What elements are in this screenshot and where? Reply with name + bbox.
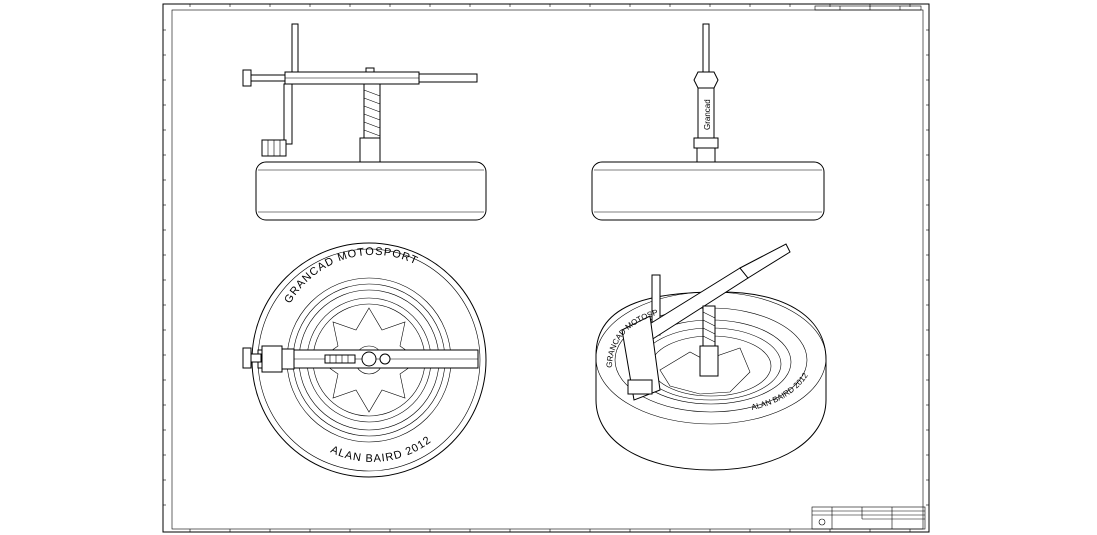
side-view: Grancad: [591, 23, 825, 221]
inner-frame: [171, 9, 924, 530]
outer-border: [162, 3, 930, 533]
title-block: [811, 506, 926, 530]
front-view: [242, 23, 487, 221]
isometric-view: GRANCAD MOTOSPORT ALAN BAIRD 2012: [0, 0, 827, 471]
tire-bottom-text-path: ALAN BAIRD 2012: [329, 434, 433, 465]
side-view-brand: Grancad: [703, 99, 712, 130]
frame-ticks: [163, 4, 929, 532]
tire-bottom-text: ALAN BAIRD 2012: [329, 434, 434, 465]
top-view: GRANCAD MOTOSPORT ALAN BAIRD 2012: [242, 242, 487, 478]
top-right-marks: [814, 5, 922, 11]
